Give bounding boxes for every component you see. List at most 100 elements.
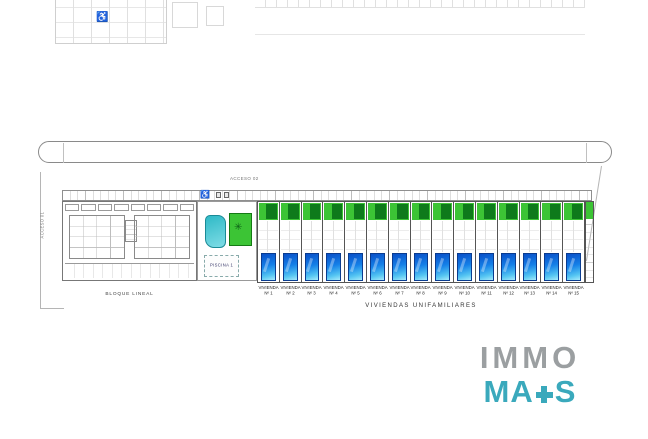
faint-line (255, 34, 585, 35)
villa-roof-garden (259, 203, 278, 220)
row-end-cap (585, 201, 594, 283)
viviendas-title: VIVIENDAS UNIFAMILIARES (365, 303, 477, 309)
villas-row: VIVIENDA Nº 1 VIVIENDA Nº 2 VIVIENDA Nº … (257, 201, 585, 296)
parking-strip (62, 190, 592, 201)
villa-pool (435, 253, 451, 281)
villa-pool (304, 253, 320, 281)
detail-box (172, 2, 198, 28)
villa-floorplan (433, 221, 453, 252)
villa-unit: VIVIENDA Nº 15 (563, 202, 585, 296)
piscina-label: PISCINA 1 (209, 263, 234, 269)
villa-floorplan (498, 221, 518, 252)
villa-unit: VIVIENDA Nº 11 (476, 202, 498, 296)
communal-zone: ✳ PISCINA 1 (197, 201, 257, 281)
logo-immo-text: IMMO (479, 340, 581, 375)
villa-pool (500, 253, 516, 281)
road-marking (586, 143, 587, 163)
garden-patch: ✳ (229, 213, 252, 246)
tree-icon: ✳ (234, 222, 243, 233)
acceso-01-label: ACCESO 01 (40, 211, 46, 239)
villa-unit: VIVIENDA Nº 2 (280, 202, 302, 296)
villa-pool (282, 253, 298, 281)
villa-roof-garden (302, 203, 322, 220)
villa-pool (326, 253, 342, 281)
boundary-line (40, 308, 64, 309)
villa-unit: VIVIENDA Nº 14 (541, 202, 564, 296)
villa-floorplan (476, 221, 496, 252)
villa-roof-garden (324, 203, 344, 220)
villa-unit: VIVIENDA Nº 7 (389, 202, 411, 296)
plus-icon (535, 386, 553, 403)
villa-label: VIVIENDA Nº 12 (498, 286, 519, 296)
villa-pool (261, 253, 276, 281)
villa-roof-garden (367, 203, 387, 220)
villa-roof-garden (520, 203, 540, 220)
apartment-cluster (134, 215, 190, 259)
villa-label: VIVIENDA Nº 4 (323, 286, 344, 296)
villa-pool (566, 253, 581, 281)
villa-pool (348, 253, 363, 281)
balcony-row (65, 204, 194, 211)
villa-roof-garden (455, 203, 474, 220)
villa-label: VIVIENDA Nº 2 (280, 286, 301, 296)
villa-floorplan (259, 221, 278, 252)
villa-roof-garden (476, 203, 496, 220)
access-road (38, 141, 612, 163)
villa-roof-garden (433, 203, 453, 220)
villa-floorplan (280, 221, 300, 252)
communal-pool (205, 215, 226, 248)
villa-label: VIVIENDA Nº 8 (410, 286, 432, 296)
villa-pool (391, 253, 407, 281)
boundary-line (40, 172, 41, 308)
villa-roof-garden (280, 203, 300, 220)
villa-roof-garden (389, 203, 409, 220)
acceso-02-label: ACCESO 02 (230, 177, 259, 182)
villa-floorplan (346, 221, 365, 252)
villa-floorplan (455, 221, 474, 252)
piscina-label-box: PISCINA 1 (204, 255, 239, 277)
wheelchair-parking-icon: ♿ (200, 190, 210, 199)
villa-floorplan (302, 221, 322, 252)
villa-unit: VIVIENDA Nº 6 (367, 202, 389, 296)
bloque-lineal-label: BLOQUE LINEAL (105, 292, 154, 297)
villa-label: VIVIENDA Nº 6 (367, 286, 388, 296)
villa-roof-garden (411, 203, 431, 220)
apartment-cluster (69, 215, 125, 259)
villa-label: VIVIENDA Nº 7 (389, 286, 410, 296)
logo-ma: MA (483, 374, 534, 409)
villa-label: VIVIENDA Nº 5 (345, 286, 366, 296)
villa-floorplan (367, 221, 387, 252)
utility-box (224, 192, 229, 198)
upper-floorplan-faint (55, 0, 167, 44)
apartment-block (62, 201, 197, 281)
villa-floorplan (389, 221, 409, 252)
villa-floorplan (520, 221, 540, 252)
villa-label: VIVIENDA Nº 11 (476, 286, 497, 296)
villa-pool (544, 253, 560, 281)
villa-unit: VIVIENDA Nº 3 (302, 202, 324, 296)
villa-pool (478, 253, 494, 281)
villa-roof-garden (564, 203, 583, 220)
upper-roof-ticks-faint (255, 0, 585, 8)
villa-unit: VIVIENDA Nº 1 (258, 202, 280, 296)
villa-unit: VIVIENDA Nº 5 (345, 202, 367, 296)
villa-unit: VIVIENDA Nº 4 (323, 202, 346, 296)
villa-pool (522, 253, 538, 281)
villa-label: VIVIENDA Nº 13 (519, 286, 541, 296)
villa-roof-garden (498, 203, 518, 220)
utility-box (216, 192, 221, 198)
villa-floorplan (324, 221, 344, 252)
villa-label: VIVIENDA Nº 3 (301, 286, 323, 296)
villa-pool (457, 253, 472, 281)
villa-roof-garden (542, 203, 562, 220)
terrace-strip (65, 263, 194, 278)
villa-floorplan (411, 221, 431, 252)
villa-label: VIVIENDA Nº 1 (258, 286, 279, 296)
villa-label: VIVIENDA Nº 15 (563, 286, 584, 296)
villa-label: VIVIENDA Nº 9 (432, 286, 453, 296)
road-marking (63, 143, 64, 163)
villa-unit: VIVIENDA Nº 9 (432, 202, 455, 296)
villa-floorplan (564, 221, 583, 252)
